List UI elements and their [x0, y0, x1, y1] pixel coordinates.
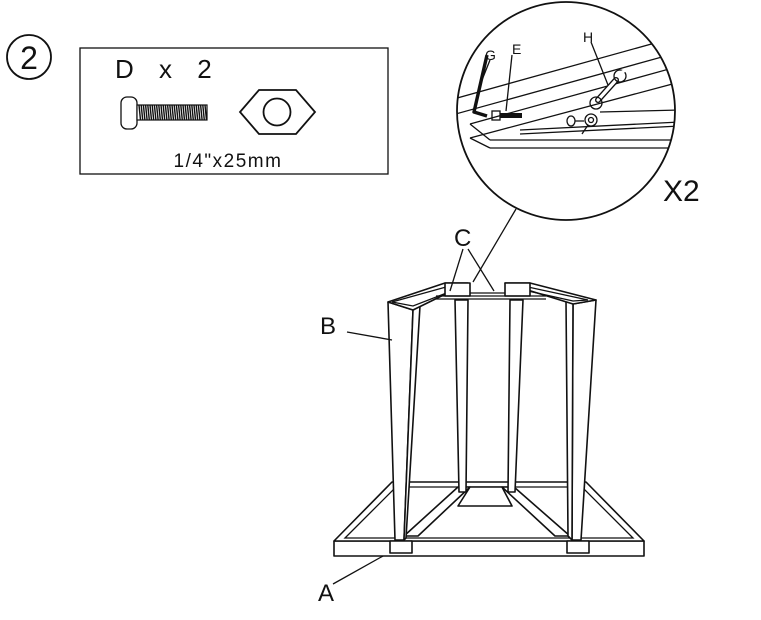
part-label: D x 2 [115, 54, 221, 84]
foot [566, 540, 590, 554]
leader-e [505, 54, 513, 112]
parts-box: D x 2 1/4"x25mm [79, 47, 389, 175]
wrench-icon [589, 68, 627, 110]
step-badge: 2 [6, 34, 52, 80]
leader-c-left [449, 248, 464, 292]
bolt-icon [120, 96, 208, 130]
multiplier-label: X2 [663, 175, 700, 208]
leg [507, 299, 524, 493]
label-c: C [454, 225, 471, 252]
leader-g [481, 59, 491, 81]
detail-circle [456, 1, 676, 221]
step-number: 2 [20, 40, 38, 76]
label-b: B [320, 313, 336, 340]
label-h: H [583, 29, 593, 45]
size-label: 1/4"x25mm [174, 151, 283, 172]
top-rails [387, 282, 597, 311]
table-frame-assembly [333, 282, 645, 557]
nut-icon [566, 113, 598, 135]
label-e: E [512, 41, 521, 57]
allen-key-icon [472, 54, 489, 118]
leader-b [346, 331, 393, 341]
parts-box-border [79, 47, 389, 175]
detail-callout: G E H X2 [456, 1, 700, 221]
step-circle [6, 34, 52, 80]
foot [389, 540, 413, 554]
hex-nut-icon [238, 89, 317, 135]
detail-leader [472, 208, 517, 283]
leg [454, 299, 469, 493]
leader-c-right [467, 248, 495, 292]
leader-h [590, 41, 609, 86]
bolt-icon [491, 110, 522, 121]
detail-contents [457, 35, 675, 149]
leader-a [332, 555, 384, 585]
label-a: A [318, 580, 334, 607]
base-platform [333, 481, 645, 557]
label-g: G [485, 47, 496, 63]
